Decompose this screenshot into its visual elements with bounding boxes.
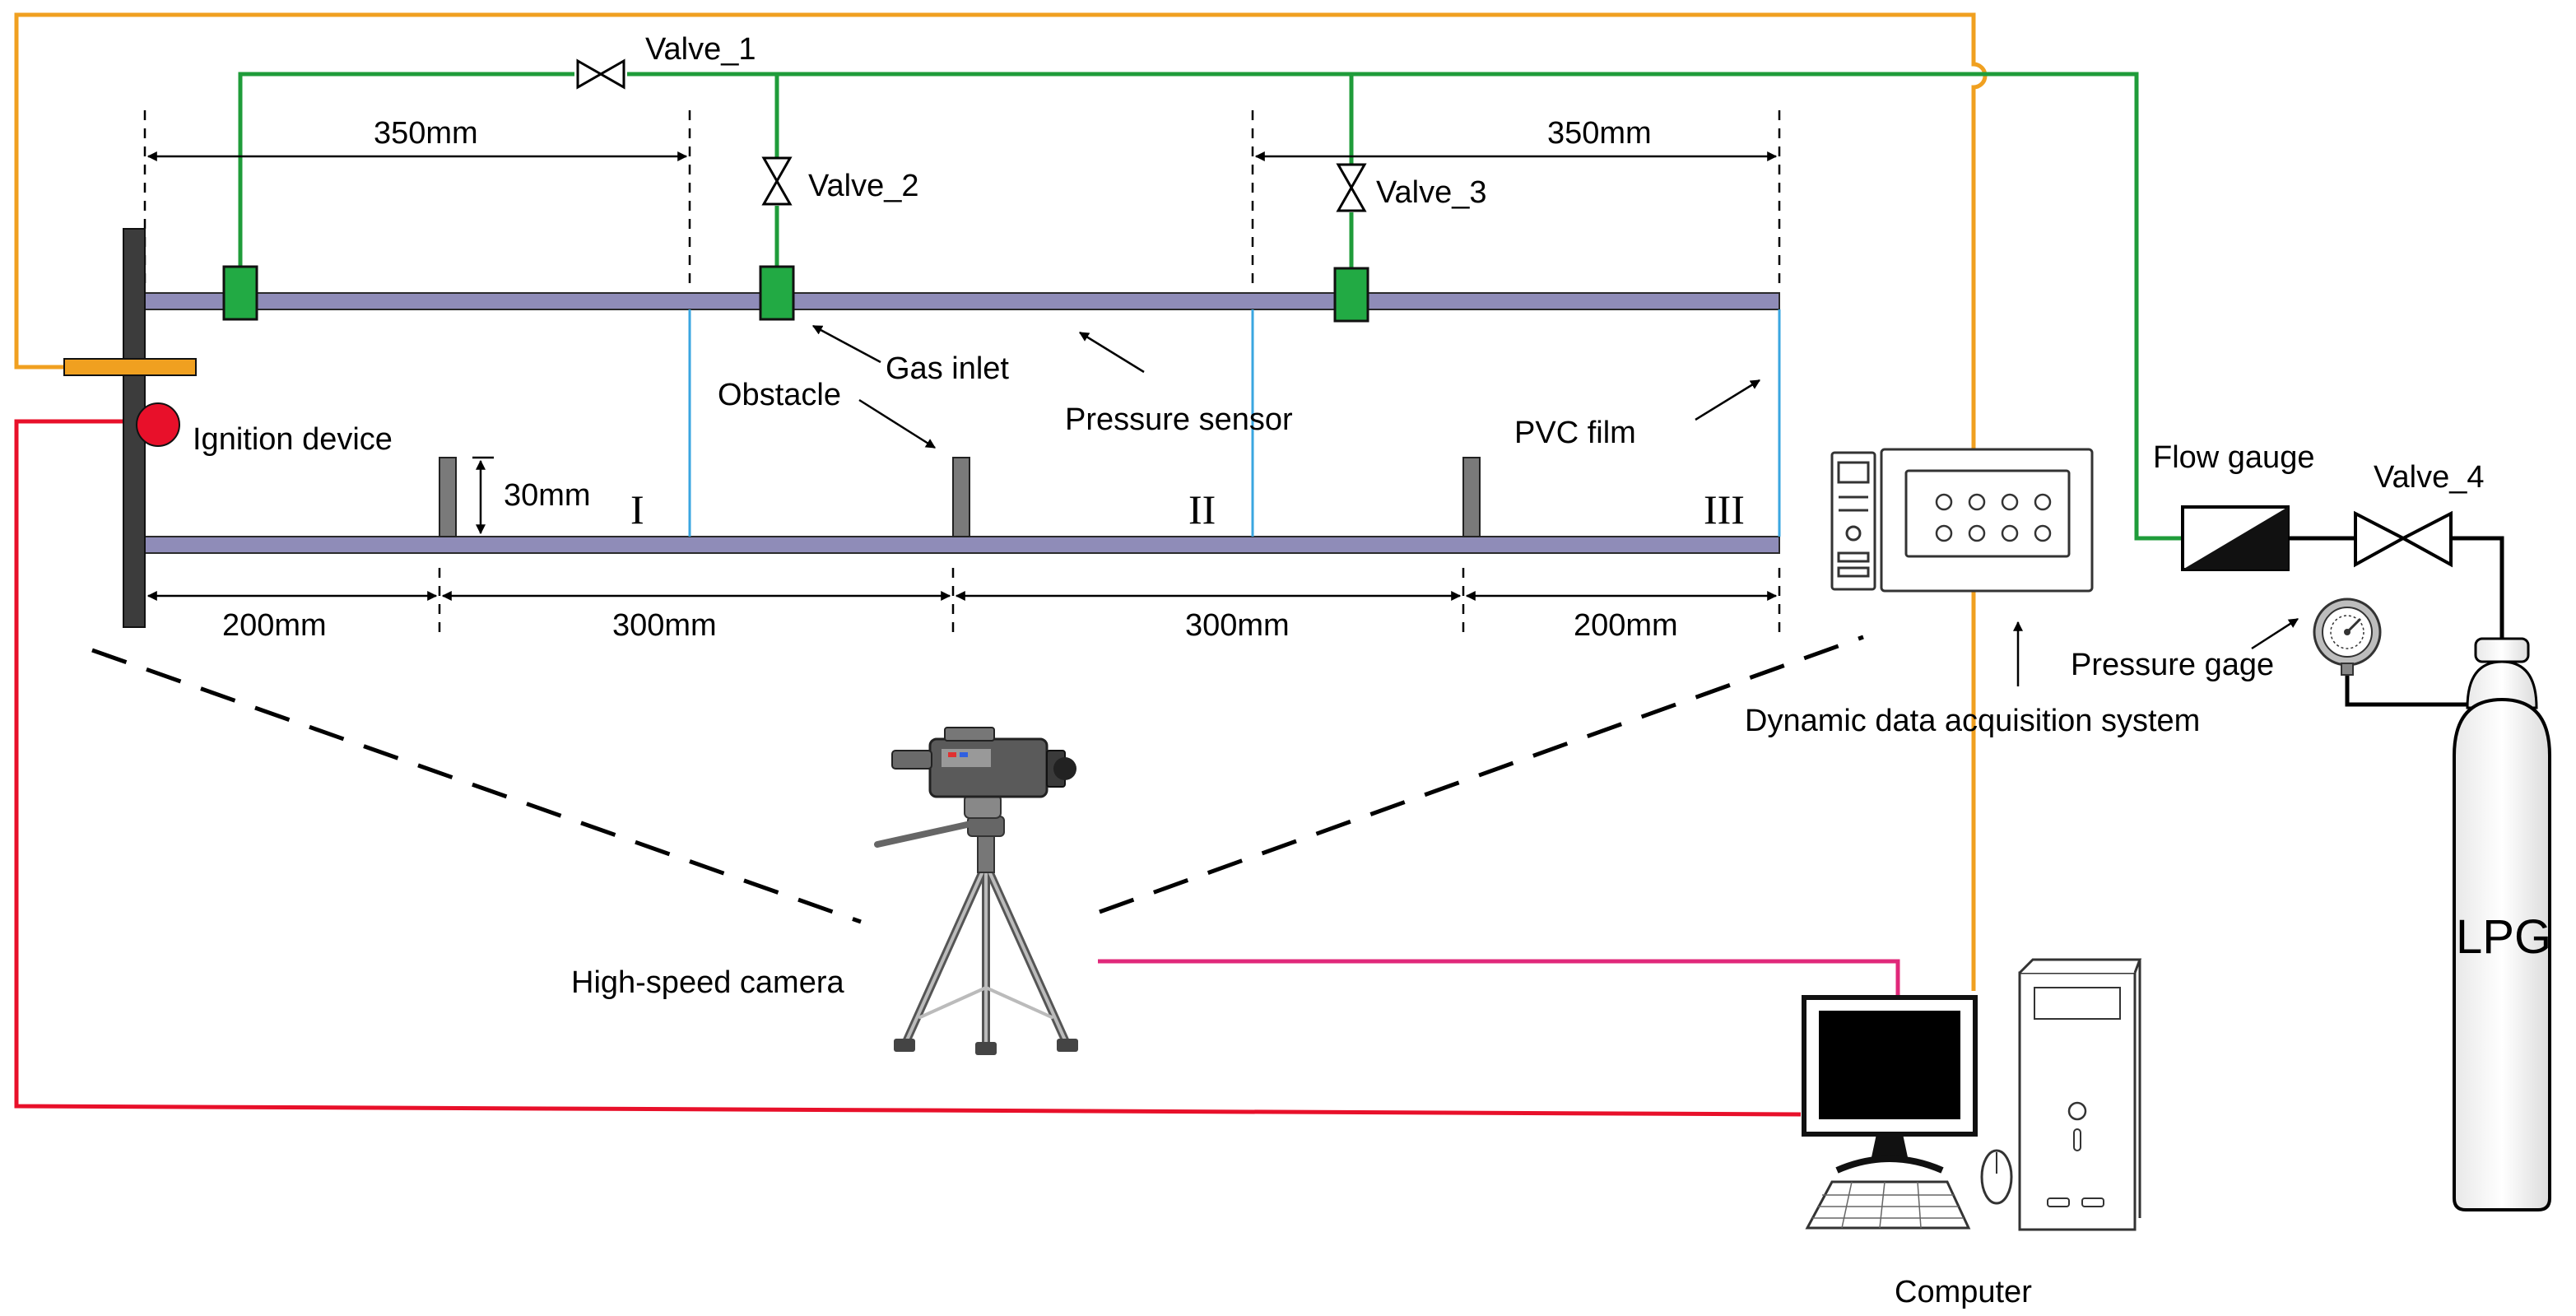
dim-bottom-1-label: 200mm (222, 608, 327, 643)
pvc-films (688, 309, 1781, 537)
section-2-label: II (1188, 486, 1216, 532)
ignition-line (14, 419, 1802, 1117)
annotation-arrows (811, 324, 2299, 686)
computer-icon (1802, 958, 2142, 1231)
gas-inlet-label: Gas inlet (886, 351, 1009, 386)
pressure-sensor-1 (222, 265, 258, 321)
valve-4-icon (2354, 510, 2453, 568)
flow-gauge-label: Flow gauge (2153, 440, 2314, 475)
dim-bottom-3-label: 300mm (1185, 608, 1290, 643)
ignition-device-icon (136, 402, 180, 447)
dim-obstacle-height-label: 30mm (504, 478, 591, 513)
obstacles (439, 457, 1481, 537)
high-speed-camera-icon (874, 727, 1078, 1055)
dimension-arrows (146, 151, 1778, 601)
pressure-sensor-3 (1333, 267, 1369, 323)
daq-label: Dynamic data acquisition system (1745, 704, 2200, 738)
valve-3-icon (1336, 163, 1367, 212)
flow-gauge-icon (2181, 505, 2290, 571)
obstacle-3 (1462, 457, 1481, 537)
lpg-cylinder-icon (2453, 637, 2551, 1211)
tube-top-wall (144, 292, 1780, 310)
ignition-plug (63, 358, 197, 376)
dim-bottom-4-label: 200mm (1574, 608, 1678, 643)
high-speed-camera-label: High-speed camera (571, 965, 844, 1000)
section-3-label: III (1704, 486, 1745, 532)
section-1-label: I (630, 486, 644, 532)
obstacle-2 (952, 457, 970, 537)
pressure-sensor-label: Pressure sensor (1065, 402, 1293, 437)
daq-icon (1830, 448, 2094, 593)
pressure-sensors (222, 265, 1369, 323)
camera-line (1098, 959, 1900, 997)
signal-line (14, 12, 1988, 991)
pvc-film-label: PVC film (1514, 416, 1636, 450)
obstacle-1 (439, 457, 457, 537)
pressure-gage-icon (2313, 598, 2382, 676)
valve-2-icon (761, 156, 793, 206)
lpg-line (2288, 536, 2504, 645)
pressure-gage-label: Pressure gage (2071, 648, 2274, 682)
valve-3-label: Valve_3 (1376, 175, 1487, 210)
valve-1-icon (576, 58, 625, 90)
camera-view-cone (91, 635, 1864, 924)
obstacle-label: Obstacle (718, 378, 841, 412)
computer-label: Computer (1895, 1275, 2032, 1309)
dim-bottom-2-label: 300mm (612, 608, 717, 643)
ignition-device-label: Ignition device (193, 422, 393, 457)
dim-top-right-label: 350mm (1547, 116, 1652, 151)
pressure-sensor-2 (759, 265, 795, 321)
gage-line (2345, 665, 2477, 707)
gas-line (238, 72, 2183, 541)
valve-2-label: Valve_2 (808, 169, 919, 203)
dim-top-left-label: 350mm (374, 116, 478, 151)
valve-1-label: Valve_1 (645, 32, 756, 67)
tube-bottom-wall (144, 536, 1780, 554)
valve-4-label: Valve_4 (2374, 460, 2485, 495)
lpg-label: LPG (2456, 910, 2551, 964)
